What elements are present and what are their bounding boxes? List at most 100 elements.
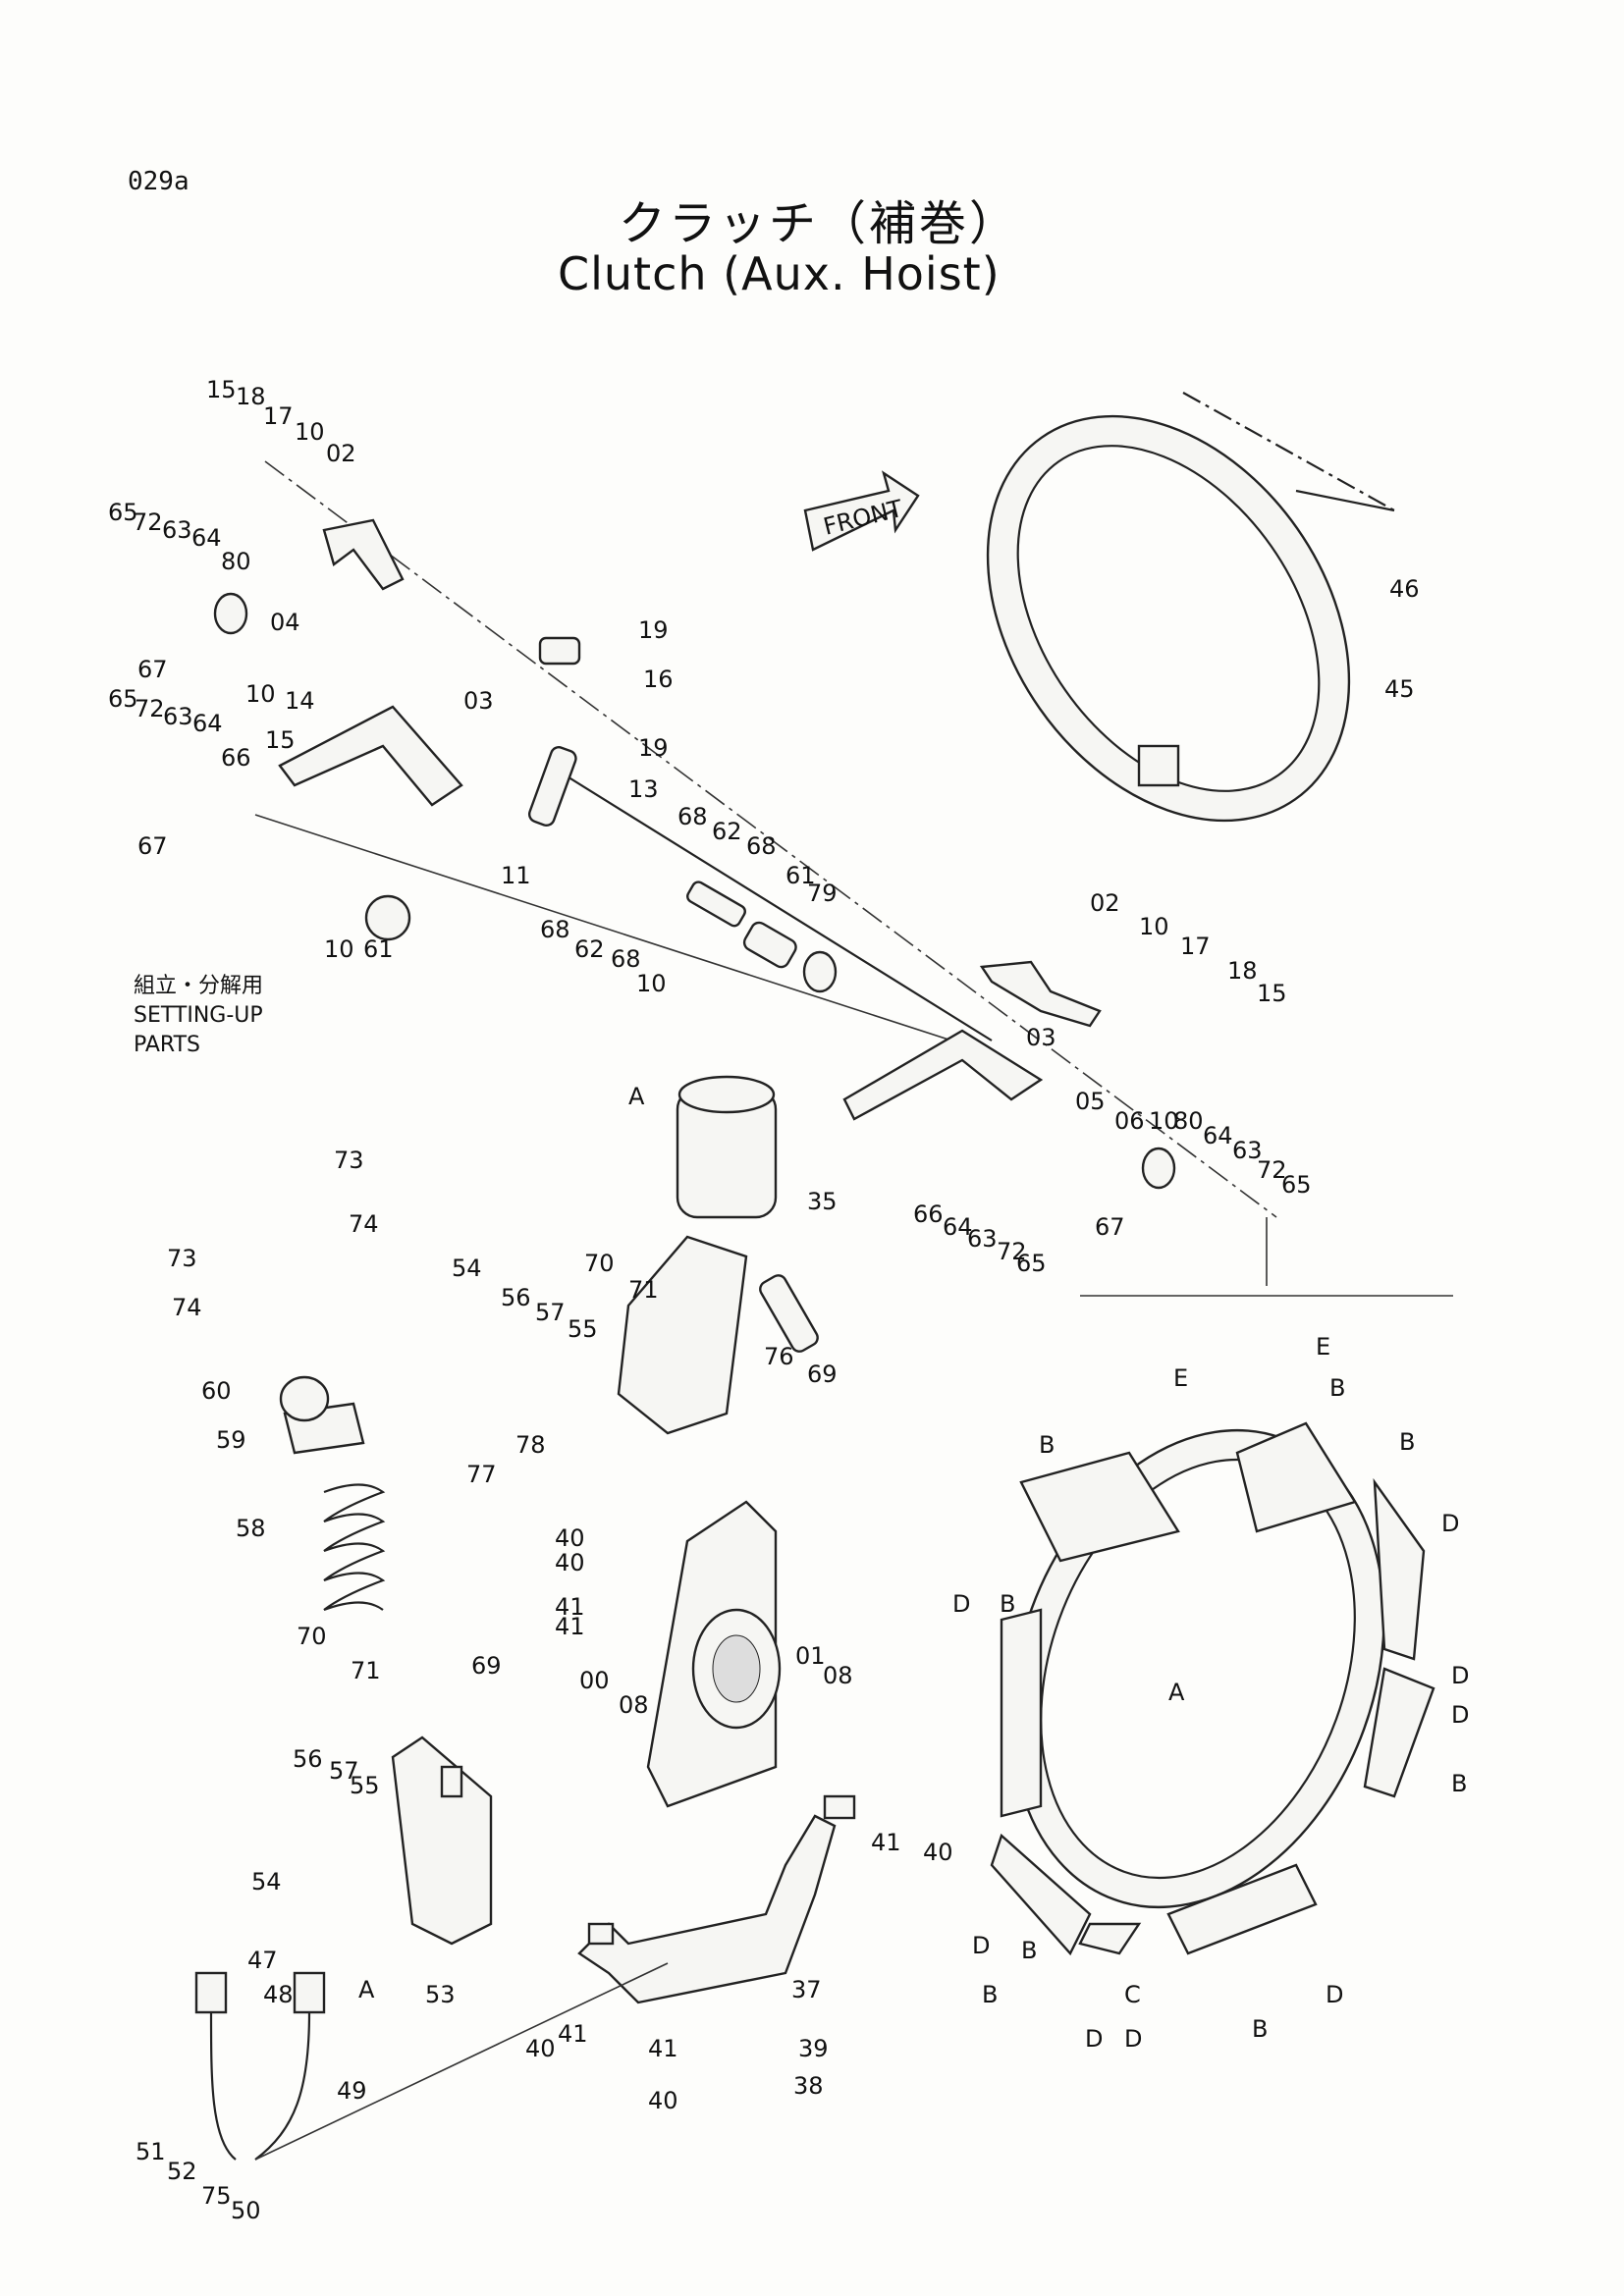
callout-label: 18 [236,383,266,410]
front-arrow: FRONT [803,470,920,552]
callout-label: 80 [221,548,251,575]
callout-label: 46 [1389,575,1420,603]
title-english: Clutch (Aux. Hoist) [558,247,1001,300]
callout-label: 49 [337,2077,367,2105]
callout-label: 10 [245,680,276,708]
callout-label: 58 [236,1515,266,1542]
callout-label: 61 [363,935,394,963]
callout-label: E [1173,1364,1188,1392]
callout-label: 47 [247,1947,278,1974]
callout-label: 41 [555,1593,585,1621]
callout-label: 17 [1180,933,1211,960]
callout-label: 77 [466,1461,497,1488]
callout-label: 40 [525,2035,556,2062]
callout-label: 08 [823,1662,853,1689]
callout-label: 13 [628,775,659,803]
callout-label: D [1451,1662,1469,1689]
callout-label: 50 [231,2197,261,2224]
callout-label: 63 [1232,1137,1263,1164]
callout-label: 62 [574,935,605,963]
callout-label: 41 [871,1829,901,1856]
callout-label: 53 [425,1981,456,2008]
callout-label: 70 [584,1250,615,1277]
setting-up-jp: 組立・分解用 [134,974,264,998]
callout-label: 11 [501,862,531,889]
callout-label: 68 [611,945,641,973]
callout-label: 14 [285,687,315,715]
callout-label: 72 [997,1238,1027,1265]
callout-label: 79 [807,880,838,907]
callout-label: 67 [137,656,168,683]
title-japanese: クラッチ（補巻） [619,196,1020,251]
callout-label: B [1451,1770,1467,1797]
callout-label: 41 [558,2020,588,2048]
callout-label: 64 [943,1213,973,1241]
callout-label: 68 [677,803,708,830]
callout-label: 72 [133,508,163,536]
callout-label: 19 [638,616,669,644]
setting-up-note: 組立・分解用 SETTING-UP PARTS [134,972,263,1060]
callout-label: 00 [579,1667,610,1694]
callout-label: D [1441,1510,1459,1537]
callout-label: 64 [192,710,223,737]
callout-label: 70 [297,1623,327,1650]
callout-label: D [1124,2025,1142,2053]
callout-label: 17 [263,402,294,430]
callout-label: 59 [216,1426,246,1454]
callout-label: 15 [1257,980,1287,1007]
callout-label: 05 [1075,1088,1106,1115]
callout-label: D [952,1590,970,1618]
callout-label: 65 [1281,1171,1312,1199]
callout-label: 57 [535,1299,566,1326]
callout-label: 56 [501,1284,531,1311]
callout-label: 56 [293,1745,323,1773]
callout-label: 65 [1016,1250,1047,1277]
pedal-assembly [577,1794,856,2004]
callout-label: 64 [191,524,222,552]
callout-label: 63 [967,1225,998,1253]
callout-label: 72 [135,695,165,722]
hydraulic-hose [194,1962,669,2161]
callout-label: 54 [251,1868,282,1896]
callout-label: 73 [334,1147,364,1174]
callout-label: 48 [263,1981,294,2008]
callout-label: 63 [162,516,192,544]
callout-label: 62 [712,818,742,845]
callout-label: 66 [913,1201,944,1228]
setting-up-en-2: PARTS [134,1033,200,1057]
callout-label: 64 [1203,1122,1233,1149]
callout-label: 67 [137,832,168,860]
callout-label: B [1329,1374,1345,1402]
callout-label: 71 [628,1276,659,1304]
callout-label: 65 [108,499,138,526]
page-id: 029a [128,167,189,196]
callout-label: 69 [807,1361,838,1388]
callout-label: 10 [295,418,325,446]
callout-label: 15 [265,726,296,754]
callout-label: 74 [172,1294,202,1321]
callout-label: 57 [329,1757,359,1785]
upper-shaft-assembly [213,518,1176,1190]
callout-label: 39 [798,2035,829,2062]
callout-label: 16 [643,666,674,693]
callout-label: D [1326,1981,1343,2008]
callout-label: D [1085,2025,1103,2053]
callout-label: 10 [324,935,354,963]
callout-label: E [1316,1333,1330,1361]
callout-label: 61 [785,862,816,889]
callout-label: 52 [167,2158,197,2185]
callout-label: 08 [619,1691,649,1719]
callout-label: 55 [568,1315,598,1343]
callout-label: 04 [270,609,300,636]
callout-label: 78 [515,1431,546,1459]
callout-label: 02 [1090,889,1120,917]
callout-label: 60 [201,1377,232,1405]
callout-label: B [1399,1428,1415,1456]
callout-label: 03 [463,687,494,715]
callout-label: 74 [349,1210,379,1238]
callout-label: A [358,1976,375,2003]
callout-label: A [1168,1679,1185,1706]
